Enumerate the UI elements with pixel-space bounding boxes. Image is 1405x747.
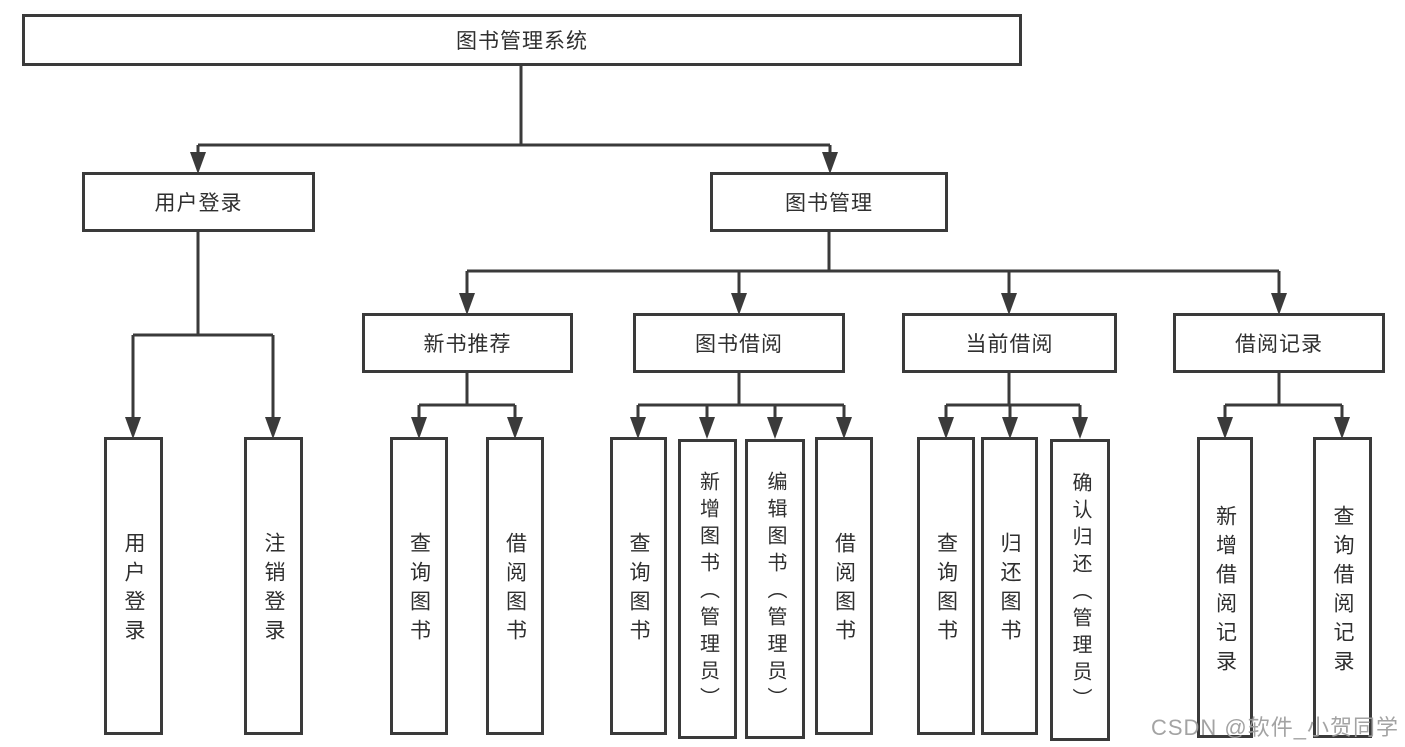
leaf-query-books-current: 查询图书: [917, 437, 975, 735]
node-current-borrow: 当前借阅: [902, 313, 1117, 373]
leaf-return-books: 归还图书: [981, 437, 1038, 735]
leaf-borrow-books-recommend: 借阅图书: [486, 437, 544, 735]
node-book-management: 图书管理: [710, 172, 948, 232]
leaf-query-books-borrow: 查询图书: [610, 437, 667, 735]
leaf-add-books-admin: 新增图书（管理员）: [678, 439, 737, 739]
node-borrow-records: 借阅记录: [1173, 313, 1385, 373]
leaf-logout: 注销登录: [244, 437, 303, 735]
node-root-system: 图书管理系统: [22, 14, 1022, 66]
leaf-query-books-recommend: 查询图书: [390, 437, 448, 735]
csdn-watermark: CSDN @软件_小贺同学: [1150, 715, 1399, 740]
leaf-user-login: 用户登录: [104, 437, 163, 735]
leaf-add-borrow-record: 新增借阅记录: [1197, 437, 1253, 738]
node-user-login: 用户登录: [82, 172, 315, 232]
leaf-query-borrow-record: 查询借阅记录: [1313, 437, 1372, 738]
node-new-book-recommend: 新书推荐: [362, 313, 573, 373]
node-book-borrow: 图书借阅: [633, 313, 845, 373]
leaf-edit-books-admin: 编辑图书（管理员）: [745, 439, 805, 739]
leaf-borrow-books: 借阅图书: [815, 437, 873, 735]
leaf-confirm-return-admin: 确认归还（管理员）: [1050, 439, 1110, 741]
